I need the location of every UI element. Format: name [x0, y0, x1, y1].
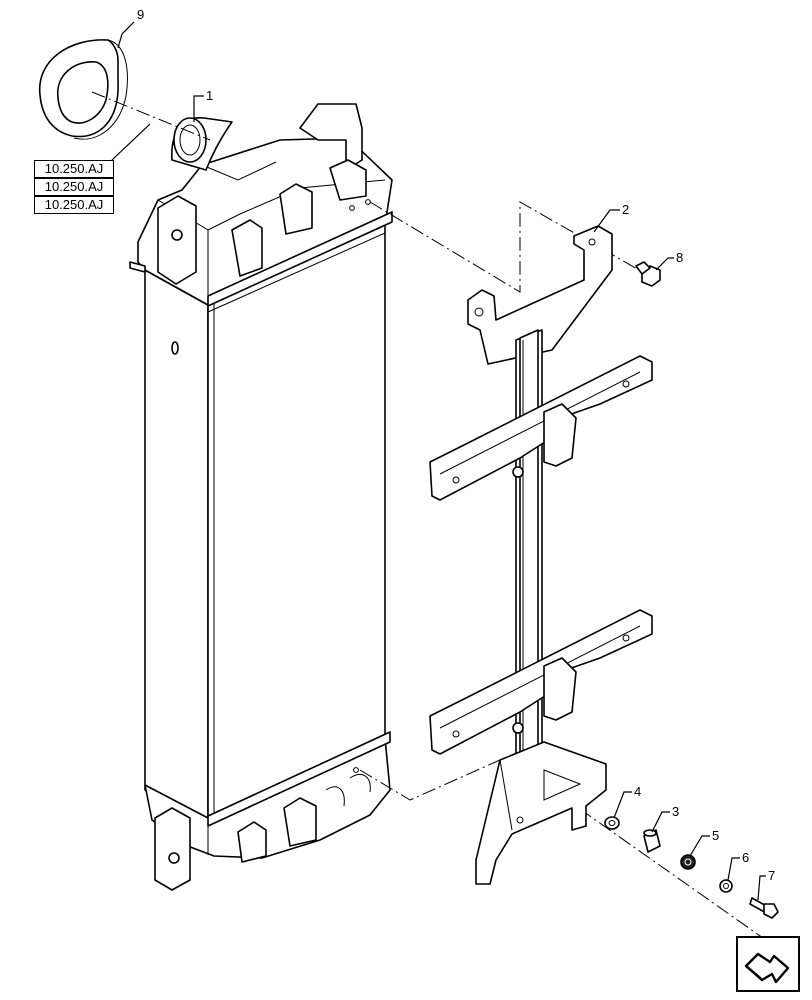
bolt-part-7: [749, 897, 779, 919]
charge-air-cooler-part-1: [129, 103, 393, 891]
svg-text:6: 6: [742, 850, 749, 865]
svg-text:5: 5: [712, 828, 719, 843]
callout-6: 6: [727, 850, 749, 881]
svg-text:1: 1: [206, 88, 213, 103]
callout-9: 9: [117, 7, 144, 49]
reference-box-1[interactable]: 10.250.AJ: [34, 160, 114, 178]
callout-2: 2: [593, 202, 629, 233]
centerline-bottom-bracket: [359, 759, 501, 801]
callout-4: 4: [613, 784, 641, 819]
bolt-part-8: [635, 261, 661, 287]
svg-text:9: 9: [137, 7, 144, 22]
svg-text:3: 3: [672, 804, 679, 819]
svg-text:8: 8: [676, 250, 683, 265]
centerline-top-bracket: [369, 201, 661, 293]
callout-7: 7: [757, 868, 775, 901]
isolator-part-5: [680, 854, 696, 870]
next-page-arrow-icon[interactable]: [736, 936, 800, 992]
centerline-gasket: [91, 91, 211, 141]
mounting-bracket-part-2: [429, 225, 653, 885]
callout-8: 8: [655, 250, 683, 271]
svg-text:7: 7: [768, 868, 775, 883]
reference-box-2[interactable]: 10.250.AJ: [34, 178, 114, 196]
centerline-hardware: [559, 794, 781, 951]
reference-box-3[interactable]: 10.250.AJ: [34, 196, 114, 214]
washer-part-4: [604, 816, 620, 830]
svg-text:2: 2: [622, 202, 629, 217]
callout-1: 1: [193, 88, 213, 122]
svg-text:4: 4: [634, 784, 641, 799]
gasket-ring-part-9: [39, 39, 128, 140]
reference-leader: [111, 123, 151, 161]
spacer-part-3: [643, 829, 661, 853]
callout-3: 3: [651, 804, 679, 833]
washer-part-6: [719, 879, 733, 893]
callout-5: 5: [689, 828, 719, 857]
